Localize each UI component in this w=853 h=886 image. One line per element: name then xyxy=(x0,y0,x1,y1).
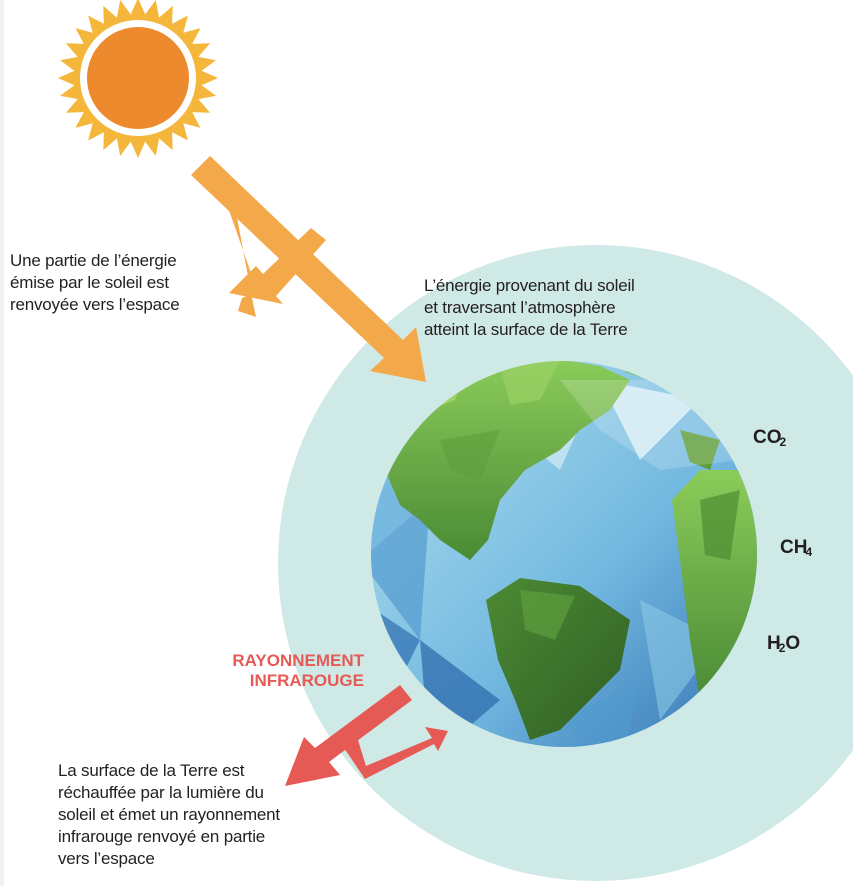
label-line: La surface de la Terre est xyxy=(58,761,245,780)
sun-icon xyxy=(58,0,218,158)
label-line: INFRAROUGE xyxy=(249,671,364,690)
label-line: soleil et émet un rayonnement xyxy=(58,805,280,824)
label-line: Une partie de l’énergie xyxy=(10,251,177,270)
gas-formula-base: CH xyxy=(780,537,808,558)
gas-formula-base: CO xyxy=(753,427,782,448)
label-line: réchauffée par la lumière du xyxy=(58,783,264,802)
solar-radiation-arrow xyxy=(191,156,426,382)
label-line: L’énergie provenant du soleil xyxy=(424,276,635,295)
gas-formula-base: H xyxy=(767,633,781,654)
surface-energy-label: L’énergie provenant du soleil et travers… xyxy=(424,275,635,341)
label-line: atteint la surface de la Terre xyxy=(424,320,628,339)
label-line: renvoyée vers l’espace xyxy=(10,295,180,314)
gas-formula-subscript: 4 xyxy=(805,545,813,559)
gas-ch4-label: CH4 xyxy=(780,537,812,559)
gas-h2o-label: H2O xyxy=(767,633,800,655)
space-reflection-label: Une partie de l’énergie émise par le sol… xyxy=(10,250,180,316)
reflected-energy-arrow xyxy=(229,228,326,304)
infrared-explanation-label: La surface de la Terre est réchauffée pa… xyxy=(58,760,280,870)
infrared-radiation-arrow xyxy=(285,685,448,786)
left-edge-rule xyxy=(0,0,4,886)
infrared-title: RAYONNEMENT INFRAROUGE xyxy=(232,651,364,691)
gas-formula-subscript: 2 xyxy=(778,641,786,655)
label-line: et traversant l’atmosphère xyxy=(424,298,616,317)
gas-formula-subscript: 2 xyxy=(779,435,787,449)
gas-co2-label: CO2 xyxy=(753,427,786,449)
label-line: infrarouge renvoyé en partie xyxy=(58,827,266,846)
label-line: vers l’espace xyxy=(58,849,155,868)
gas-formula-suffix: O xyxy=(785,633,801,654)
label-line: émise par le soleil est xyxy=(10,273,169,292)
label-line: RAYONNEMENT xyxy=(232,651,364,670)
